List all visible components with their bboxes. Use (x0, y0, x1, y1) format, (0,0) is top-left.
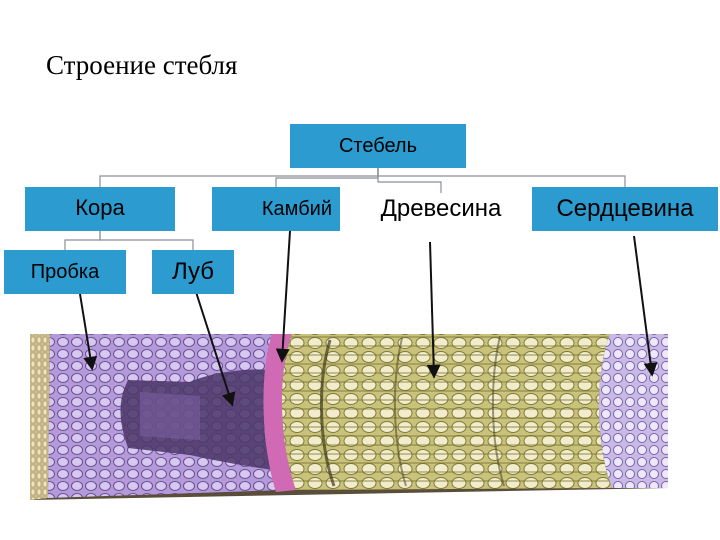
page-title: Строение стебля (46, 50, 238, 80)
node-stem-label: Стебель (338, 134, 418, 157)
cork-layer (30, 334, 50, 500)
node-stem: Стебель (290, 124, 466, 168)
pointer-arrows (79, 230, 658, 407)
node-cambium: Камбий (212, 187, 340, 231)
node-wood: Древесина (360, 187, 522, 231)
stem-section-illustration (30, 334, 668, 500)
node-wood-label: Древесина (380, 195, 502, 222)
node-cork-label: Пробка (30, 260, 100, 283)
pith-region (599, 334, 668, 488)
node-phloem: Луб (152, 250, 234, 294)
node-bark-label: Кора (75, 195, 125, 220)
node-bark: Кора (25, 187, 175, 231)
node-cork: Пробка (4, 250, 126, 294)
node-cambium-label: Камбий (261, 197, 332, 220)
cambium-layer (263, 334, 296, 492)
node-pith-label: Сердцевина (556, 195, 694, 222)
connector-lines (64, 168, 626, 250)
node-phloem-label: Луб (171, 258, 215, 285)
node-pith: Сердцевина (532, 187, 718, 231)
